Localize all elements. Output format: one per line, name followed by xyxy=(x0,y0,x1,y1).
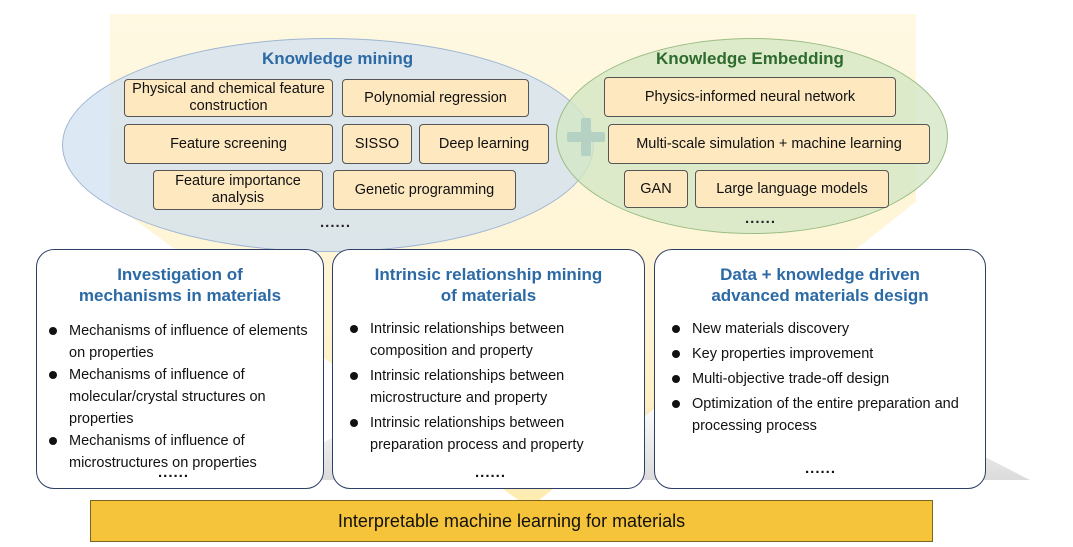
bullet-item: Mechanisms of influence of elements on p… xyxy=(47,320,315,364)
method-box: Polynomial regression xyxy=(342,79,529,117)
bullet-list: Intrinsic relationships between composit… xyxy=(348,318,636,459)
bullet-item: New materials discovery xyxy=(670,318,977,340)
panel-materials-design: Data + knowledge driven advanced materia… xyxy=(654,249,986,489)
bullet-item: Mechanisms of influence of microstructur… xyxy=(47,430,315,474)
method-box: GAN xyxy=(624,170,688,208)
method-box: Feature importance analysis xyxy=(153,170,323,210)
bullet-item: Optimization of the entire preparation a… xyxy=(670,393,977,437)
panel-intrinsic-relationship: Intrinsic relationship mining of materia… xyxy=(332,249,645,489)
panel-title: Investigation of mechanisms in materials xyxy=(78,265,282,305)
method-box: Physics-informed neural network xyxy=(604,77,896,117)
method-box: Deep learning xyxy=(419,124,549,164)
knowledge-embedding-title: Knowledge Embedding xyxy=(656,49,844,68)
panel-mechanisms: Investigation of mechanisms in materials… xyxy=(36,249,324,489)
panel-more-dots: ...... xyxy=(158,464,190,481)
panel-more-dots: ...... xyxy=(805,460,837,477)
panel-title: Data + knowledge driven advanced materia… xyxy=(711,265,929,305)
mining-more-dots: ...... xyxy=(320,214,352,231)
method-box: Genetic programming xyxy=(333,170,516,210)
method-box: Multi-scale simulation + machine learnin… xyxy=(608,124,930,164)
bullet-item: Key properties improvement xyxy=(670,343,977,365)
bullet-list: New materials discovery Key properties i… xyxy=(670,318,977,440)
bullet-item: Intrinsic relationships between microstr… xyxy=(348,365,636,409)
method-box: Feature screening xyxy=(124,124,333,164)
embedding-more-dots: ...... xyxy=(745,210,777,227)
method-box: Physical and chemical feature constructi… xyxy=(124,79,333,117)
method-box: Large language models xyxy=(695,170,889,208)
bullet-item: Intrinsic relationships between composit… xyxy=(348,318,636,362)
method-box: SISSO xyxy=(342,124,412,164)
knowledge-mining-title: Knowledge mining xyxy=(262,49,414,68)
panel-title: Intrinsic relationship mining of materia… xyxy=(374,265,603,305)
banner: Interpretable machine learning for mater… xyxy=(90,500,933,542)
bullet-list: Mechanisms of influence of elements on p… xyxy=(47,320,315,474)
bullet-item: Multi-objective trade-off design xyxy=(670,368,977,390)
panel-more-dots: ...... xyxy=(475,464,507,481)
bullet-item: Intrinsic relationships between preparat… xyxy=(348,412,636,456)
bullet-item: Mechanisms of influence of molecular/cry… xyxy=(47,364,315,430)
